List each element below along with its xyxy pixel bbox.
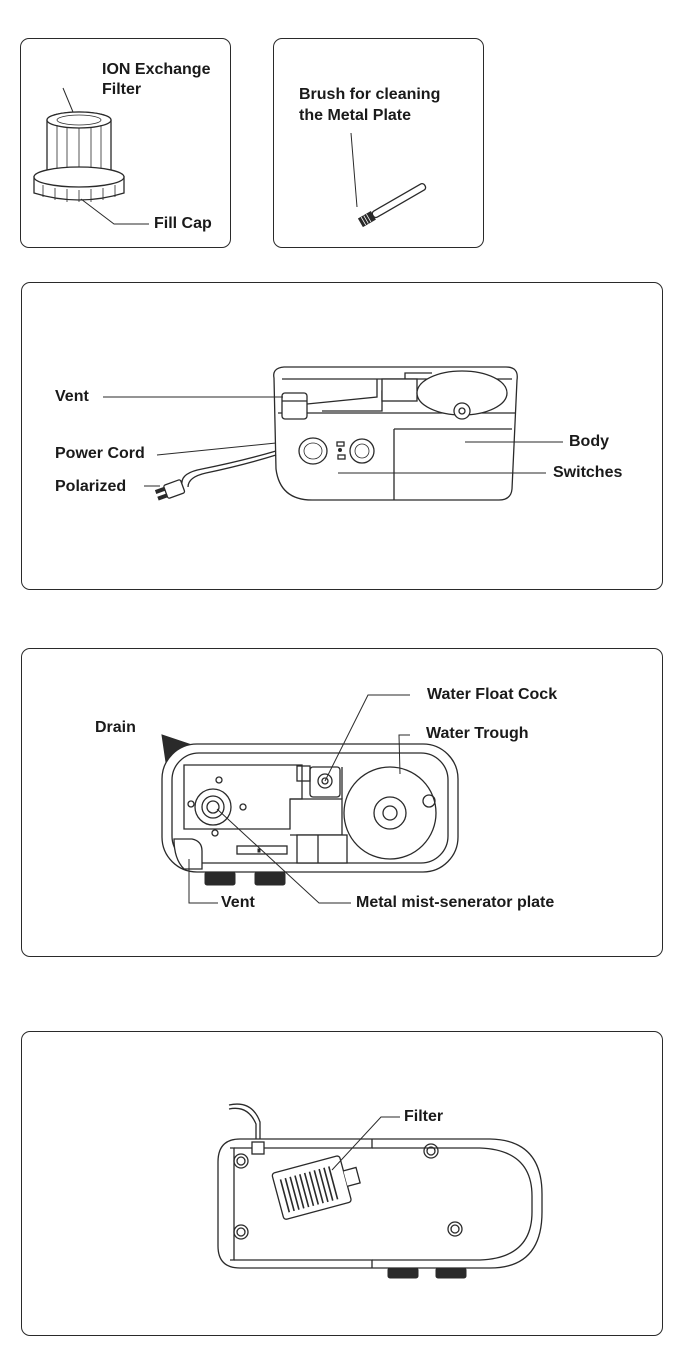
label-brush-line1: Brush for cleaning bbox=[299, 86, 441, 103]
label-vent-top: Vent bbox=[221, 894, 255, 911]
label-switches: Switches bbox=[553, 464, 623, 481]
brush-illustration bbox=[350, 132, 427, 228]
humidifier-top-illustration bbox=[161, 694, 459, 904]
label-drain: Drain bbox=[95, 719, 136, 736]
label-brush-line2: the Metal Plate bbox=[299, 107, 412, 124]
label-metal-plate: Metal mist-senerator plate bbox=[356, 894, 555, 911]
label-polarized: Polarized bbox=[55, 478, 127, 495]
label-ion-exchange-line1: ION Exchange bbox=[102, 61, 211, 78]
label-fill-cap: Fill Cap bbox=[154, 215, 212, 232]
label-body: Body bbox=[569, 433, 609, 450]
label-ion-exchange-line2: Filter bbox=[102, 81, 142, 98]
label-water-float-cock: Water Float Cock bbox=[427, 686, 558, 703]
filter-fillcap-illustration bbox=[33, 87, 149, 225]
label-vent: Vent bbox=[55, 388, 89, 405]
humidifier-front-illustration bbox=[103, 366, 563, 501]
label-filter: Filter bbox=[404, 1108, 444, 1125]
panel-filter-fillcap: ION Exchange Filter Fill Cap bbox=[20, 38, 231, 248]
label-water-trough: Water Trough bbox=[426, 725, 529, 742]
label-power-cord: Power Cord bbox=[55, 445, 145, 462]
panel-brush: Brush for cleaning the Metal Plate bbox=[273, 38, 484, 248]
humidifier-bottom-illustration bbox=[217, 1103, 543, 1279]
panel-top-view: Water Float Cock Water Trough Drain Vent… bbox=[21, 648, 663, 957]
panel-front-view: Vent Power Cord Polarized Body Switches bbox=[21, 282, 663, 590]
panel-bottom-view: Filter bbox=[21, 1031, 663, 1336]
